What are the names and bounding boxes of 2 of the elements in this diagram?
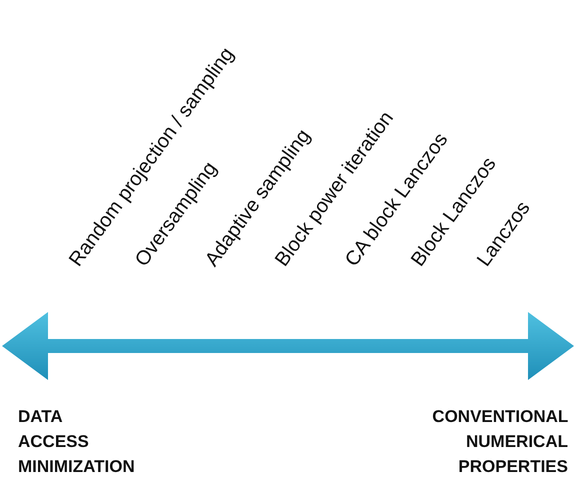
scale-end-label: DATA ACCESS MINIMIZATION [18,406,135,478]
scale-end-label: CONVENTIONAL NUMERICAL PROPERTIES [432,406,568,478]
